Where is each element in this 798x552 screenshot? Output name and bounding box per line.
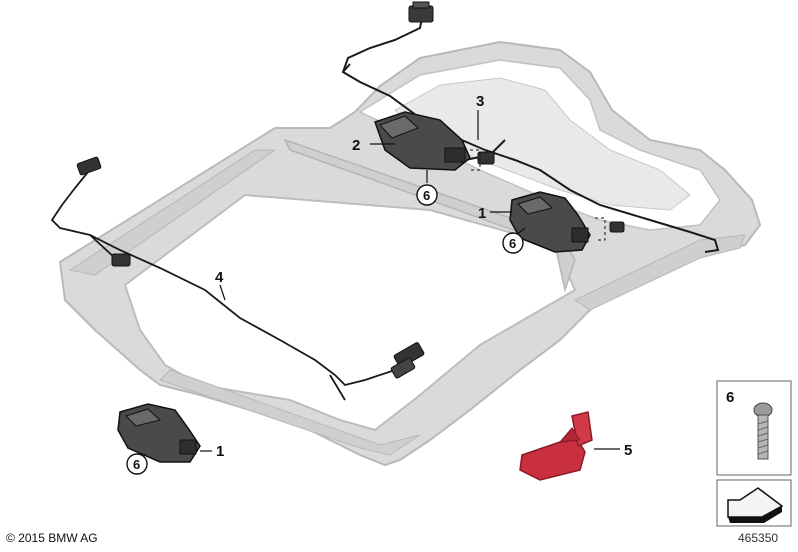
svg-text:6: 6 xyxy=(509,236,516,251)
connector-small-a xyxy=(477,151,495,165)
callout-2: 2 xyxy=(352,137,360,154)
cable-harness-4 xyxy=(50,171,396,401)
callout-6-lower: 6 xyxy=(126,453,148,475)
callout-6-upper: 6 xyxy=(416,184,438,206)
sunroof-frame xyxy=(58,40,762,467)
callout-4: 4 xyxy=(215,269,224,286)
callouts: 2 3 1 4 1 5 6 6 6 xyxy=(126,93,632,475)
svg-text:6: 6 xyxy=(133,457,140,472)
screw-part-number: 6 xyxy=(726,389,734,406)
drive-motor-2 xyxy=(374,111,471,171)
copyright-text: © 2015 BMW AG xyxy=(6,531,98,545)
callout-1-lower: 1 xyxy=(216,443,224,460)
callout-1-upper: 1 xyxy=(478,205,486,222)
connector-left-top xyxy=(76,156,102,176)
connector-small-b xyxy=(609,221,625,233)
screw-icon xyxy=(753,402,773,460)
connector-right-end xyxy=(390,342,425,379)
svg-text:6: 6 xyxy=(423,188,430,203)
callout-6-mid: 6 xyxy=(502,232,524,254)
dashed-leaders xyxy=(470,149,606,241)
drive-motor-1-lower xyxy=(117,403,201,463)
callout-3: 3 xyxy=(476,93,484,110)
document-number: 465350 xyxy=(738,531,779,545)
callout-5: 5 xyxy=(624,442,632,459)
connector-left-mid xyxy=(111,253,131,267)
screw-inset-box: 6 xyxy=(716,380,792,476)
connector-top xyxy=(408,1,434,23)
drive-motor-1-upper xyxy=(509,191,591,253)
red-connector-5 xyxy=(519,411,593,481)
direction-arrow-box xyxy=(716,479,792,527)
